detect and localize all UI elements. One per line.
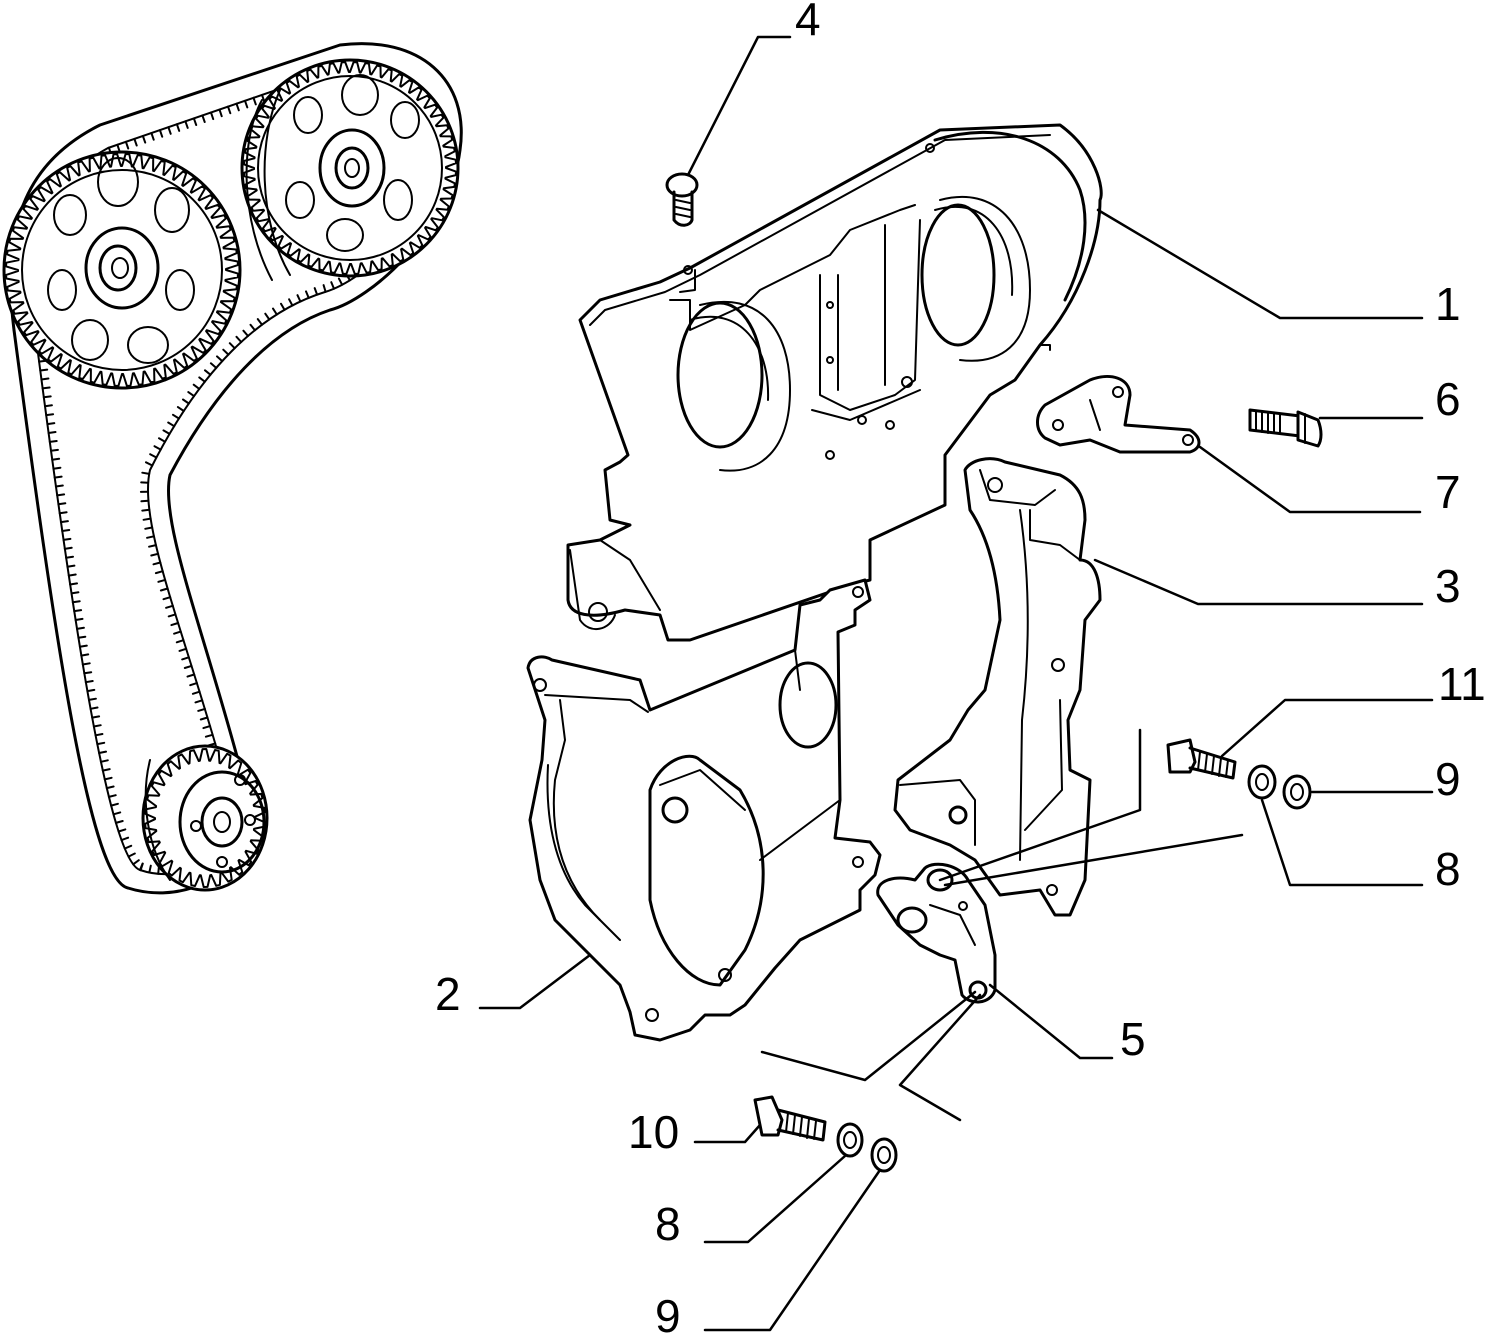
callout-11: 11	[1438, 658, 1486, 710]
part-8-lock-washer-upper	[1247, 764, 1277, 800]
leader-lines	[478, 35, 1434, 1332]
teeth-crank-outline	[144, 748, 266, 888]
callout-labels: 1 2 3 4 5 6 7 8 8 9 9 10 11	[435, 0, 1486, 1337]
callout-8-upper: 8	[1435, 843, 1461, 895]
pulley-teeth-right	[243, 61, 457, 275]
camshaft-pulley-left	[2, 150, 242, 390]
callout-10: 10	[628, 1106, 679, 1158]
callout-9-upper: 9	[1435, 753, 1461, 805]
part-2-lower-timing-cover	[526, 578, 882, 1042]
teeth-left-outline	[5, 153, 239, 387]
pulley-teeth-crank	[144, 748, 266, 888]
part-5-bracket	[876, 862, 997, 1004]
part-1-upper-timing-cover	[566, 123, 1103, 642]
part-9-washer-lower	[870, 1137, 898, 1173]
part-7-plate	[1036, 375, 1201, 454]
part-10-bolt	[753, 1095, 827, 1142]
timing-belt-assembly	[2, 42, 463, 895]
callout-9-lower: 9	[655, 1290, 681, 1337]
part-4-screw	[665, 172, 699, 227]
part-11-bolt	[1166, 738, 1237, 780]
teeth-right-outline	[243, 61, 457, 275]
callout-5: 5	[1120, 1013, 1146, 1065]
part-6-bolt	[1248, 408, 1323, 448]
crankshaft-pulley	[141, 744, 269, 892]
part-3-cover-bracket	[893, 457, 1102, 917]
callout-4: 4	[795, 0, 821, 45]
callout-3: 3	[1435, 560, 1461, 612]
callout-7: 7	[1435, 466, 1461, 518]
camshaft-pulley-right	[240, 58, 460, 281]
callout-6: 6	[1435, 373, 1461, 425]
callout-2: 2	[435, 968, 461, 1020]
pulley-teeth-left	[5, 153, 239, 387]
callout-8-lower: 8	[655, 1198, 681, 1250]
part-8-lock-washer-lower	[836, 1122, 864, 1158]
callout-1: 1	[1435, 278, 1461, 330]
part-9-washer-upper	[1282, 774, 1312, 810]
